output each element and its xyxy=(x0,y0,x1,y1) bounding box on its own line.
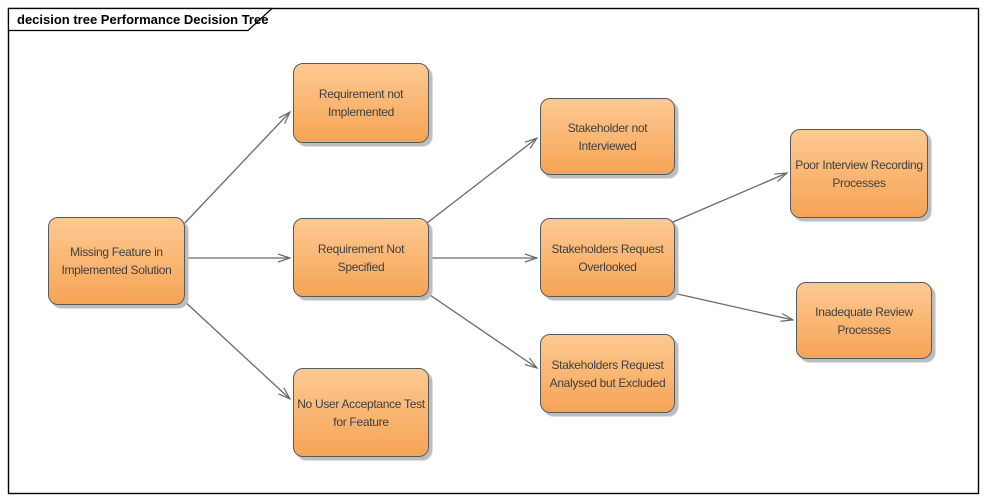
node-label: Missing Feature in Implemented Solution xyxy=(61,245,172,277)
edge-requirement-not-specified-to-stakeholder-not-interviewed[interactable] xyxy=(426,138,537,224)
node-no-user-acceptance-test[interactable]: No User Acceptance Test for Feature xyxy=(293,368,429,457)
node-requirement-not-implemented[interactable]: Requirement not Implemented xyxy=(293,63,429,143)
node-label: No User Acceptance Test for Feature xyxy=(297,396,425,429)
edge-stakeholders-request-overlooked-to-poor-interview-recording[interactable] xyxy=(672,173,787,223)
diagram-title: decision tree Performance Decision Tree xyxy=(17,12,269,27)
node-missing-feature[interactable]: Missing Feature in Implemented Solution xyxy=(48,217,185,305)
node-inadequate-review-processes[interactable]: Inadequate Review Processes xyxy=(796,282,932,359)
diagram-title-tab xyxy=(7,7,274,32)
node-label: Requirement not Implemented xyxy=(318,87,404,119)
node-stakeholders-request-overlooked[interactable]: Stakeholders Request Overlooked xyxy=(540,218,675,297)
edge-stakeholders-request-overlooked-to-inadequate-review-processes[interactable] xyxy=(672,292,793,320)
node-stakeholder-not-interviewed[interactable]: Stakeholder not Interviewed xyxy=(540,98,675,175)
node-poor-interview-recording[interactable]: Poor Interview Recording Processes xyxy=(790,129,928,218)
node-stakeholders-request-analysed[interactable]: Stakeholders Request Analysed but Exclud… xyxy=(540,334,675,413)
node-label: Requirement Not Specified xyxy=(317,241,405,274)
node-label: Inadequate Review Processes xyxy=(815,304,913,337)
node-label: Stakeholder not Interviewed xyxy=(567,120,648,153)
edges-group xyxy=(181,112,793,399)
diagram-frame xyxy=(7,7,980,495)
node-label: Poor Interview Recording Processes xyxy=(795,157,923,190)
node-requirement-not-specified[interactable]: Requirement Not Specified xyxy=(293,218,429,297)
edge-missing-feature-to-no-user-acceptance-test[interactable] xyxy=(181,298,290,399)
node-label: Stakeholders Request Analysed but Exclud… xyxy=(549,357,666,390)
edge-requirement-not-specified-to-stakeholders-request-analysed[interactable] xyxy=(426,292,537,368)
edge-missing-feature-to-requirement-not-implemented[interactable] xyxy=(181,112,290,227)
node-label: Stakeholders Request Overlooked xyxy=(551,241,664,274)
